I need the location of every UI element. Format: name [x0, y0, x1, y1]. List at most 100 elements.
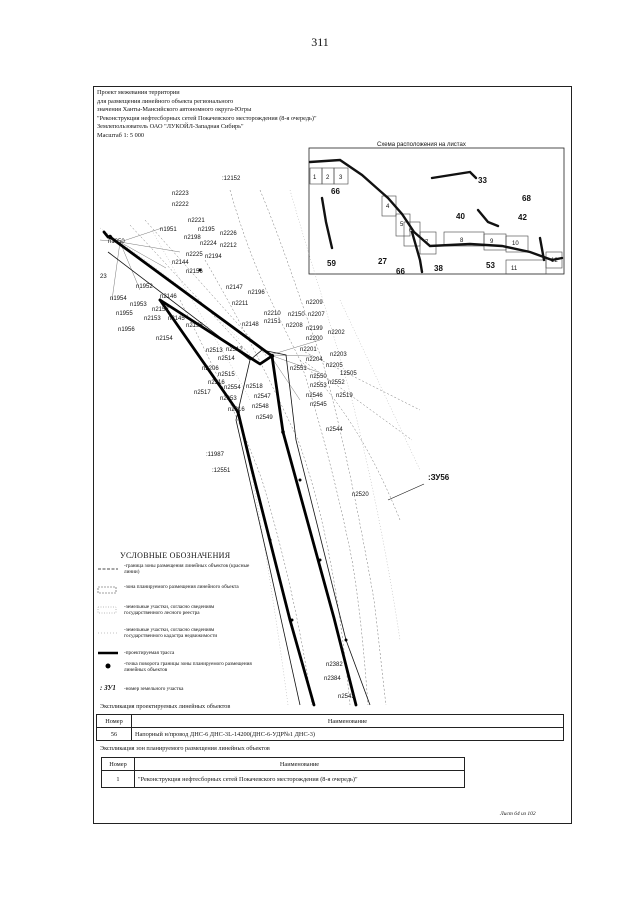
point-label: n1950: [108, 239, 125, 245]
point-label: n2206: [202, 366, 219, 372]
page-number: 311: [311, 35, 329, 49]
parcel-label: :ЗУ56: [428, 473, 450, 482]
point-label: n2154: [156, 336, 173, 342]
inset-sheet-number: 8: [460, 238, 464, 244]
table2-cell: "Реконструкция нефтесборных сетей Покаче…: [134, 770, 465, 788]
header-line: Масштаб 1: 5 000: [97, 131, 145, 139]
legend-item: -граница зоны размещения линейных объект…: [124, 563, 250, 576]
table1: Номер Наименование 56 Напорный н/провод …: [96, 714, 564, 741]
point-label: n2053: [220, 396, 237, 402]
inset-title: Схема расположения на листах: [377, 142, 466, 148]
point-label: n2549: [256, 415, 273, 421]
point-label: n2156: [186, 269, 203, 275]
table1-cell: 56: [96, 727, 132, 741]
point-label: n1954: [110, 296, 127, 302]
point-label: n2212: [220, 243, 237, 249]
point-label: n1951: [160, 227, 177, 233]
point-label: n2514: [218, 356, 235, 362]
point-label: n2202: [328, 330, 345, 336]
header-line: Землепользователь ОАО "ЛУКОЙЛ-Западная С…: [97, 123, 244, 131]
map-frame: [93, 86, 572, 824]
point-label: :12152: [222, 176, 241, 182]
point-label: n1952: [136, 284, 153, 290]
table2-header: Наименование: [134, 757, 465, 771]
point-label: n2516: [208, 380, 225, 386]
legend-item: -точка поворота границы зоны планируемог…: [124, 661, 252, 674]
point-label: n2194: [205, 254, 222, 260]
map-header: Проект межевания территории для размещен…: [97, 89, 397, 141]
point-label: n2223: [172, 191, 189, 197]
inset-sheet-number: 12: [551, 258, 558, 264]
point-label: n2222: [172, 202, 189, 208]
point-label: n2151: [264, 319, 281, 325]
table2-caption: Экспликация зон планируемого размещения …: [100, 745, 270, 752]
point-label: n2225: [186, 252, 203, 258]
point-label: n2519: [336, 393, 353, 399]
inset-area-label: 66: [331, 187, 340, 196]
point-label: :11987: [206, 452, 225, 458]
point-label: n2551: [290, 366, 307, 372]
point-label: n2207: [308, 312, 325, 318]
point-label: n2200: [306, 336, 323, 342]
inset-area-label: 40: [456, 212, 465, 221]
point-label: n2382: [326, 662, 343, 668]
inset-sheet-number: 11: [511, 266, 518, 272]
point-label: n2543: [338, 694, 355, 700]
table1-header: Наименование: [131, 714, 564, 728]
point-label: n2147: [226, 285, 243, 291]
point-label: n2513: [206, 348, 223, 354]
point-label: n2146: [160, 294, 177, 300]
point-label: n2209: [306, 300, 323, 306]
inset-area-label: 33: [478, 176, 487, 185]
point-label: n1953: [130, 302, 147, 308]
point-label: n2211: [232, 301, 249, 307]
legend-item: -земельные участки, согласно сведениям г…: [124, 627, 218, 640]
point-label: n2224: [200, 241, 217, 247]
inset-sheet-number: 2: [326, 175, 330, 181]
point-label: n2518: [246, 384, 263, 390]
point-label: n1955: [116, 311, 133, 317]
inset-sheet-number: 5: [400, 222, 404, 228]
sheet-label: Лист 64 из 102: [500, 811, 536, 817]
point-label: n2546: [306, 393, 323, 399]
point-label: n2520: [352, 492, 369, 498]
point-label: n2152: [152, 307, 169, 313]
table2-cell: 1: [101, 770, 135, 788]
map-linework: [99, 189, 421, 707]
point-label: n1956: [118, 327, 135, 333]
legend-symbols: [97, 568, 118, 669]
point-label: n2205: [326, 363, 343, 369]
inset-sheet-number: 6: [409, 228, 413, 234]
point-label: n2196: [248, 290, 265, 296]
point-label: n2226: [220, 231, 237, 237]
point-label: n2153: [144, 316, 161, 322]
point-label: n2550: [310, 374, 327, 380]
inset-sheet-number: 4: [386, 204, 390, 210]
inset-area-label: 68: [522, 194, 531, 203]
point-label: n2204: [306, 357, 323, 363]
point-label: n2210: [264, 311, 281, 317]
point-label: n2221: [188, 218, 205, 224]
table2-header: Номер: [101, 757, 135, 771]
inset-area-label: 66: [396, 267, 405, 276]
point-label: n2553: [310, 383, 327, 389]
point-label: n2384: [324, 676, 341, 682]
header-line: "Реконструкция нефтесборных сетей Покаче…: [97, 114, 317, 122]
header-line: Проект межевания территории: [97, 89, 180, 96]
point-label: n2145: [168, 316, 185, 322]
legend-parcel-symbol: : ЗУ1: [100, 684, 116, 692]
point-label: n2148: [242, 322, 259, 328]
inset-area-label: 59: [327, 259, 336, 268]
point-label: n2545: [310, 402, 327, 408]
inset-area-label: 53: [486, 261, 495, 270]
table1-cell: Напорный н/провод ДНС-6 ДНС-3L-14200(ДНС…: [131, 727, 564, 741]
point-label: n2199: [306, 326, 323, 332]
point-label: n2203: [330, 352, 347, 358]
inset-sheet-number: 9: [490, 239, 494, 245]
point-label: n2316: [228, 407, 245, 413]
point-label: 23: [100, 274, 107, 280]
point-label: n2552: [328, 380, 345, 386]
point-label: n2144: [172, 260, 189, 266]
table2: Номер Наименование 1 "Реконструкция нефт…: [101, 757, 465, 788]
inset-sheet-number: 10: [512, 241, 519, 247]
